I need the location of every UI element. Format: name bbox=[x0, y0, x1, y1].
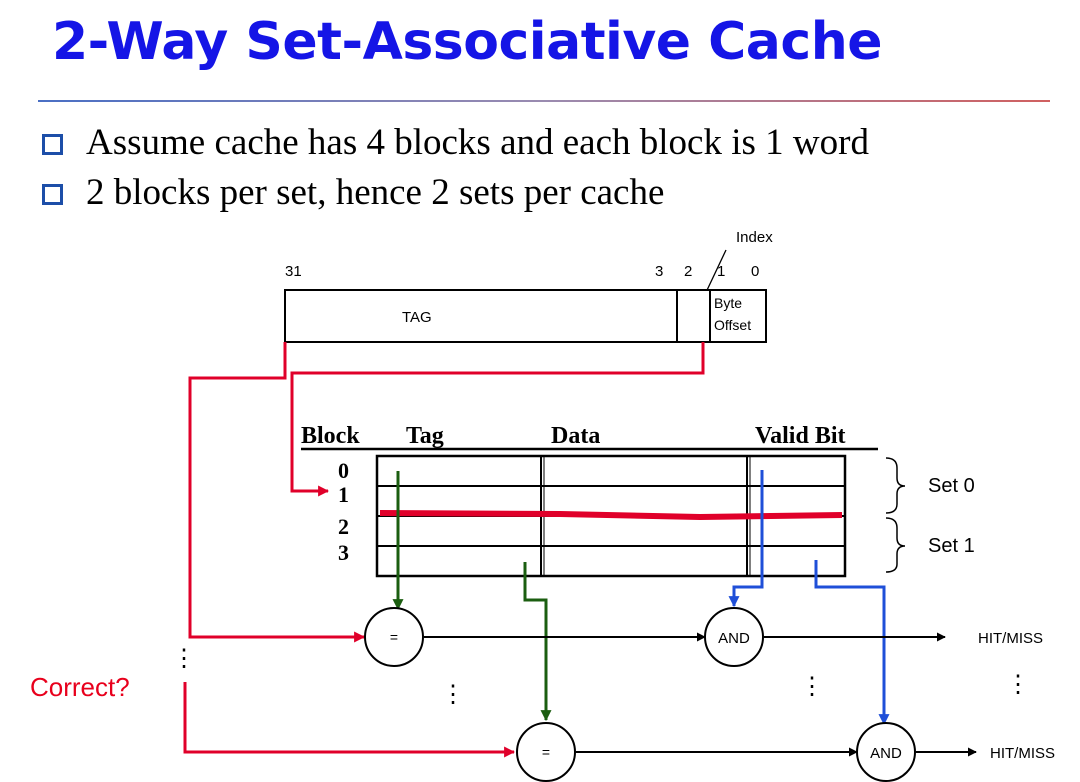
bullet-text: 2 blocks per set, hence 2 sets per cache bbox=[86, 172, 665, 213]
square-bullet-icon bbox=[42, 134, 63, 155]
byte-offset-field-box bbox=[709, 289, 767, 343]
slide-title: 2-Way Set-Associative Cache bbox=[52, 12, 883, 72]
block-number: 3 bbox=[338, 540, 349, 565]
bit-31-label: 31 bbox=[285, 263, 302, 280]
header-block: Block bbox=[301, 423, 360, 449]
bullet-text: Assume cache has 4 blocks and each block… bbox=[86, 122, 869, 163]
hit-miss-output-0: HIT/MISS bbox=[978, 630, 1043, 647]
header-data: Data bbox=[551, 423, 600, 449]
set-0-brace bbox=[885, 457, 906, 514]
bullet-list: Assume cache has 4 blocks and each block… bbox=[40, 118, 869, 218]
index-to-set-wire bbox=[290, 342, 705, 497]
outputs: HIT/MISS HIT/MISS bbox=[978, 630, 1055, 762]
block-number: 0 bbox=[338, 458, 349, 483]
bit-1-label: 1 bbox=[717, 263, 725, 280]
block-number: 1 bbox=[338, 482, 349, 507]
black-wires bbox=[424, 632, 977, 757]
bit-3-label: 3 bbox=[655, 263, 663, 280]
comparator-symbol: = bbox=[390, 629, 398, 645]
ellipses: ⋮ ⋮ ⋮ ⋮ bbox=[172, 645, 1030, 708]
cache-table-headers: Block Tag Data Valid Bit bbox=[301, 423, 878, 451]
tag-field-box bbox=[284, 289, 678, 343]
vertical-ellipsis: ⋮ bbox=[172, 645, 196, 672]
tag-comparator-1 bbox=[516, 722, 576, 782]
bit-0-label: 0 bbox=[751, 263, 759, 280]
green-wires bbox=[392, 471, 552, 722]
vertical-ellipsis: ⋮ bbox=[1006, 671, 1030, 698]
and-gate-label: AND bbox=[870, 745, 902, 762]
and-gate-1 bbox=[856, 722, 916, 782]
byte-offset-label-1: Byte bbox=[714, 295, 742, 311]
and-gate-label: AND bbox=[718, 630, 750, 647]
header-valid-bit: Valid Bit bbox=[755, 423, 845, 449]
bullet-item: Assume cache has 4 blocks and each block… bbox=[40, 118, 869, 168]
bit-2-label: 2 bbox=[684, 263, 692, 280]
block-numbers: 0 1 2 3 bbox=[338, 458, 349, 565]
valid-bit-0-wire bbox=[728, 470, 764, 608]
hit-miss-output-1: HIT/MISS bbox=[990, 745, 1055, 762]
set-0-label: Set 0 bbox=[928, 475, 975, 497]
set-1-brace bbox=[885, 517, 906, 573]
byte-offset-label-2: Offset bbox=[714, 317, 751, 333]
stored-tag-1-wire bbox=[523, 562, 552, 722]
and-gate-0 bbox=[704, 607, 764, 667]
blue-wires bbox=[728, 470, 890, 726]
comparator-symbol: = bbox=[542, 744, 550, 760]
set-divider-red-line bbox=[379, 510, 843, 521]
index-field-box bbox=[676, 289, 711, 343]
set-1-label: Set 1 bbox=[928, 535, 975, 557]
tag-comparator-0 bbox=[364, 607, 424, 667]
tag-field-label: TAG bbox=[402, 309, 432, 326]
header-tag: Tag bbox=[406, 423, 444, 449]
tag-to-comparator-1-wire bbox=[188, 342, 366, 643]
vertical-ellipsis: ⋮ bbox=[441, 681, 465, 708]
vertical-ellipsis: ⋮ bbox=[800, 673, 824, 700]
cache-table bbox=[375, 454, 847, 578]
set-braces: Set 0 Set 1 bbox=[885, 457, 975, 573]
block-number: 2 bbox=[338, 514, 349, 539]
tag-to-comparator-2-wire bbox=[183, 682, 516, 758]
correct-question-label: Correct? bbox=[30, 672, 130, 702]
logic-gates: = = AND AND bbox=[364, 607, 916, 782]
red-wires bbox=[183, 342, 705, 758]
bullet-item: 2 blocks per set, hence 2 sets per cache bbox=[40, 168, 869, 218]
square-bullet-icon bbox=[42, 184, 63, 205]
valid-bit-1-wire bbox=[814, 560, 890, 726]
address-field: Index 31 3 2 1 0 TAG Byte Offset bbox=[284, 229, 773, 343]
title-divider bbox=[38, 100, 1050, 102]
index-label: Index bbox=[736, 229, 773, 246]
